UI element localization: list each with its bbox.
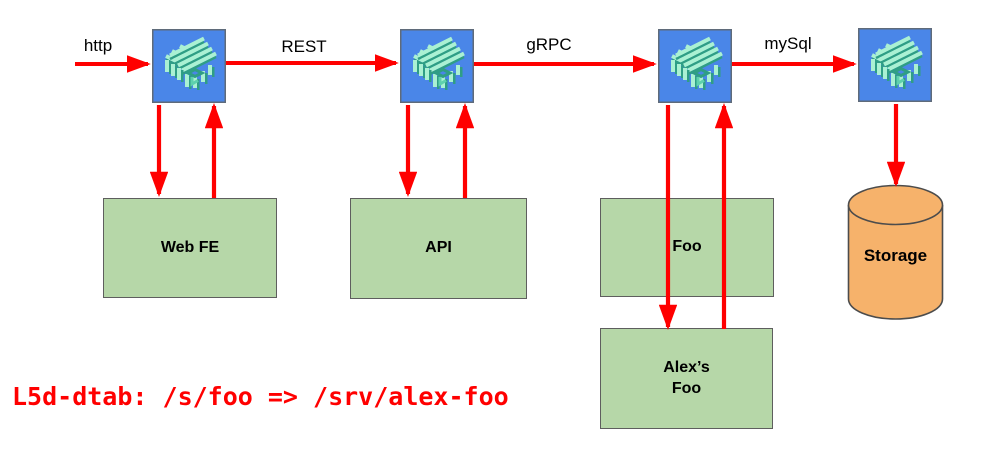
- service-label-alexs-foo: Alex’s Foo: [663, 358, 710, 397]
- linkerd-mesh-icon: [152, 29, 226, 103]
- edge-label-http: http: [83, 36, 113, 55]
- edge-label-grpc: gRPC: [526, 35, 572, 54]
- storage-label: Storage: [863, 246, 928, 265]
- linkerd-mesh-icon: [658, 29, 732, 103]
- database-cylinder-icon: [847, 184, 944, 320]
- service-box-web-fe: Web FE: [103, 198, 277, 298]
- linkerd-mesh-icon: [400, 29, 474, 103]
- linkerd-proxy-icon-4: [858, 28, 932, 102]
- edge-label-rest: REST: [281, 37, 327, 56]
- service-box-foo: Foo: [600, 198, 774, 297]
- linkerd-proxy-icon-3: [658, 29, 732, 103]
- service-box-api: API: [350, 198, 527, 299]
- edge-label-mysql: mySql: [764, 34, 812, 53]
- dtab-annotation: L5d-dtab: /s/foo => /srv/alex-foo: [12, 382, 509, 411]
- linkerd-mesh-icon: [858, 28, 932, 102]
- service-label-foo: Foo: [672, 238, 702, 256]
- linkerd-proxy-icon-2: [400, 29, 474, 103]
- service-label-web-fe: Web FE: [160, 238, 220, 256]
- linkerd-proxy-icon-1: [152, 29, 226, 103]
- service-label-api: API: [425, 239, 452, 257]
- service-box-alexs-foo: Alex’s Foo: [600, 328, 773, 429]
- storage-cylinder: Storage: [847, 184, 944, 321]
